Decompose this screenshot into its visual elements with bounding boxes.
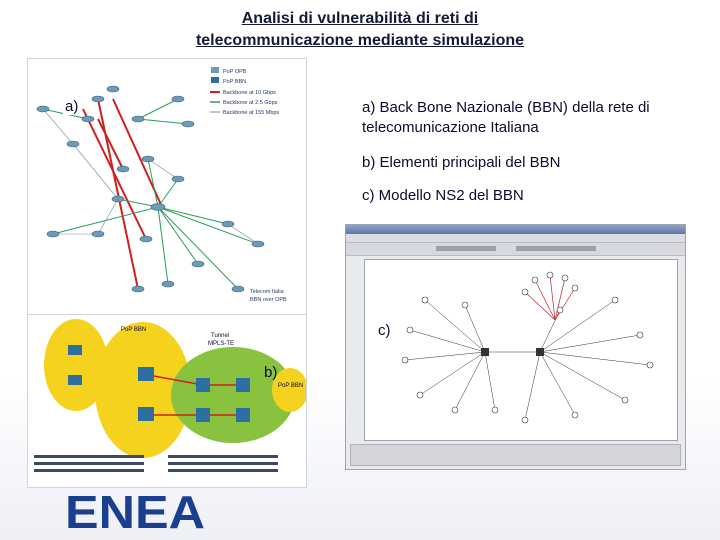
label-a: a)	[63, 98, 81, 115]
ns2-menubar	[346, 234, 685, 243]
ns2-titlebar	[346, 225, 685, 234]
topology-footnotes	[34, 455, 278, 472]
topology-nodes	[68, 345, 250, 422]
slide-title-line1: Analisi di vulnerabilità di reti di	[241, 10, 479, 27]
backbone-gray-links	[42, 108, 259, 245]
legend-155m: Backbone at 155 Mbps	[223, 110, 280, 116]
access-zone-left	[44, 319, 108, 411]
ns2-simulator-window	[345, 224, 686, 470]
description-b: b) Elementi principali del BBN	[362, 154, 561, 171]
ns2-core-node-1	[481, 348, 489, 356]
ns2-topology-graphic	[401, 271, 654, 424]
legend-pop-bbn: PoP BBN	[223, 79, 246, 85]
description-c: c) Modello NS2 del BBN	[362, 187, 524, 204]
pop-right-zone	[272, 368, 308, 412]
router-nodes	[36, 85, 265, 293]
tunnel-sub-label: MPLS-TE	[208, 341, 234, 347]
topology-graphic: PoP BBN Tunnel MPLS-TE PoP BBN	[34, 319, 308, 472]
ns2-links	[404, 299, 651, 421]
ns2-footer-panel	[350, 444, 681, 466]
enea-logo-text: ENEA	[65, 490, 205, 532]
pop-bbn-label: PoP BBN	[121, 327, 146, 333]
slide-title-line2: telecommunicazione mediante simulazione	[195, 32, 525, 49]
bbn-elements-diagram: PoP BBN Tunnel MPLS-TE PoP BBN	[27, 314, 308, 488]
slide-title: Analisi di vulnerabilità di reti di tele…	[90, 8, 630, 52]
ns2-red-links	[524, 274, 576, 321]
map-legend: PoP OPB PoP BBN Backbone at 10 Gbps Back…	[210, 67, 287, 303]
legend-2-5g: Backbone at 2.5 Gbps	[223, 100, 278, 106]
bbn-network-map: PoP OPB PoP BBN Backbone at 10 Gbps Back…	[27, 58, 307, 317]
label-b: b)	[264, 364, 278, 381]
tunnel-label: Tunnel	[211, 333, 229, 339]
network-map-graphic: PoP OPB PoP BBN Backbone at 10 Gbps Back…	[36, 67, 287, 303]
backbone-green-links	[42, 98, 259, 290]
enea-logo-graphic: ENEA	[65, 486, 205, 538]
ns2-core-node-2	[536, 348, 544, 356]
map-footer-1: Telecom Italia	[250, 289, 285, 295]
label-c: c)	[376, 322, 393, 339]
legend-10g: Backbone at 10 Gbps	[223, 90, 276, 96]
description-a: a) Back Bone Nazionale (BBN) della rete …	[362, 99, 650, 136]
ns2-toolbar	[346, 243, 685, 256]
ns2-nodes	[401, 271, 654, 424]
legend-pop-opb: PoP OPB	[223, 69, 247, 75]
map-footer-2: BBN over OPB	[250, 297, 287, 303]
pop-right-label: PoP BBN	[278, 383, 303, 389]
ns2-time-slider	[516, 246, 596, 251]
ns2-playback-controls	[436, 246, 496, 251]
ns2-canvas	[364, 259, 678, 441]
backbone-red-links	[82, 98, 164, 290]
enea-logo: ENEA	[65, 486, 205, 538]
pop-bbn-zone	[95, 322, 191, 458]
